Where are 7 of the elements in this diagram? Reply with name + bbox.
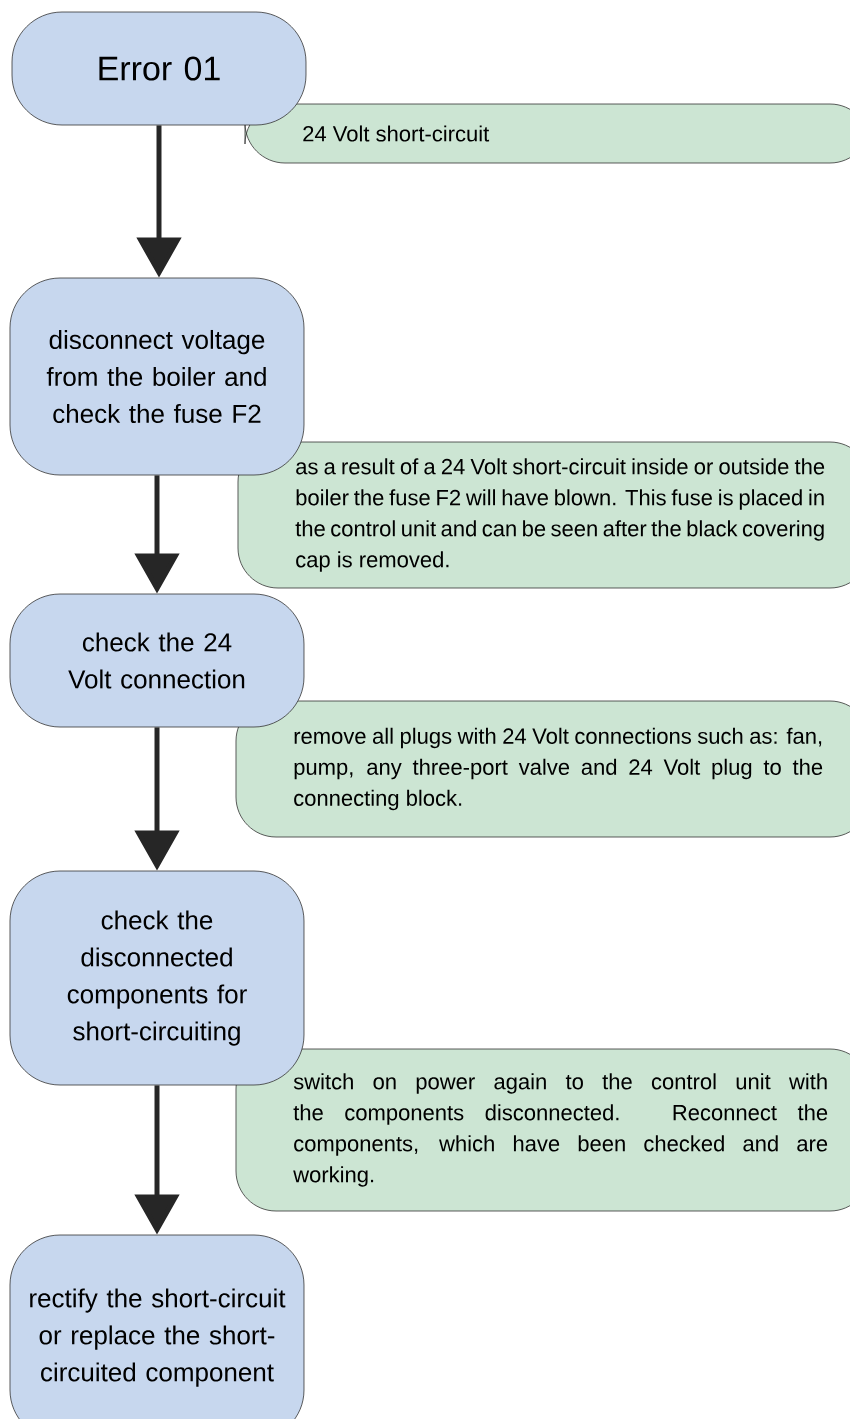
step-box: rectify the short-circuit or replace the short-circuited component (9, 1234, 305, 1419)
note-box: remove all plugs with 24 Volt connections such as: fan, pump, any three-port valve and 24 Volt plug to the connecting block. (235, 700, 850, 838)
note-box: switch on power again to the control unit with the components disconnected. Reconnect the components, which have been checked and are working. (235, 1048, 850, 1212)
note-box: as a result of a 24 Volt short-circuit inside or outside the boiler the fuse F2 will have blown. This fuse is placed in the control unit and can be seen after the black covering cap is removed. (237, 441, 850, 589)
step-box: check the 24 Volt connection (9, 593, 305, 728)
note-box: 24 Volt short-circuit (244, 103, 850, 164)
step-box: Error 01 (11, 11, 307, 126)
